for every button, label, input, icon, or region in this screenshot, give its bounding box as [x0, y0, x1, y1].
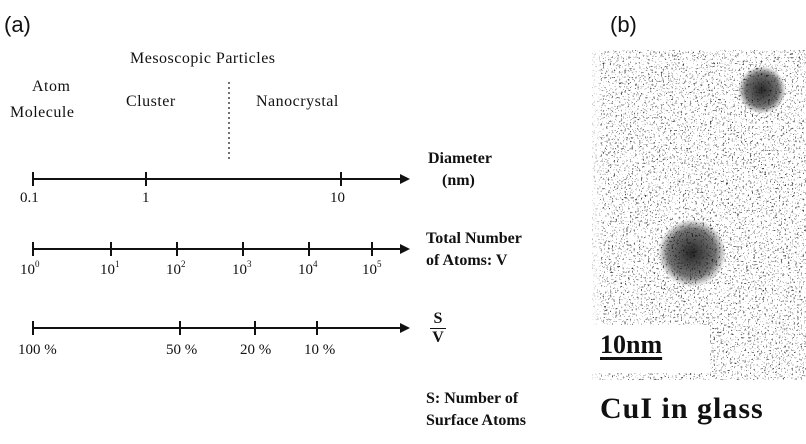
diameter-tick-label: 1 — [142, 190, 150, 206]
diameter-tick-label: 0.1 — [20, 190, 39, 206]
sv-numerator: S — [430, 310, 446, 329]
category-nanocrystal: Nanocrystal — [256, 93, 339, 110]
panel-b-label: (b) — [610, 12, 637, 37]
diameter-axis-title-line1: Diameter — [428, 150, 492, 167]
panel-b-caption: CuI in glass — [600, 392, 764, 425]
sv-axis-title: S V — [430, 310, 446, 347]
atoms-axis-title-line1: Total Number — [426, 230, 522, 247]
scale-bar-label: 10nm — [600, 330, 663, 359]
atoms-tick-label: 105 — [362, 259, 382, 279]
surface-atoms-note-line2: Surface Atoms — [426, 412, 526, 429]
diameter-axis-title-line2: (nm) — [442, 172, 475, 189]
category-atom: Atom — [32, 78, 71, 95]
category-molecule: Molecule — [10, 104, 75, 121]
sv-tick-label: 50 % — [166, 342, 198, 358]
atoms-tick-label: 104 — [298, 259, 318, 279]
sv-tick-label: 20 % — [240, 342, 272, 358]
diameter-axis-title: Diameter (nm) — [428, 148, 492, 192]
mesoscopic-header: Mesoscopic Particles — [130, 50, 276, 67]
sv-denominator: V — [432, 329, 444, 346]
surface-atoms-note: S: Number of Surface Atoms — [426, 388, 526, 432]
nanocrystal-particle — [738, 66, 786, 114]
scale-bar-box — [592, 325, 710, 373]
atoms-axis-title: Total Number of Atoms: V — [426, 228, 522, 272]
category-cluster: Cluster — [126, 93, 176, 110]
sv-tick-label: 100 % — [18, 342, 57, 358]
atoms-tick-label: 102 — [166, 259, 186, 279]
atoms-axis-title-line2: of Atoms: V — [426, 252, 508, 269]
panel-a-label: (a) — [4, 12, 31, 37]
surface-atoms-note-line1: S: Number of — [426, 390, 519, 407]
sv-tick-label: 10 % — [304, 342, 336, 358]
diameter-tick-label: 10 — [330, 190, 345, 206]
atoms-tick-label: 100 — [20, 259, 40, 279]
nanocrystal-particle — [658, 219, 726, 287]
atoms-tick-label: 101 — [100, 259, 120, 279]
atoms-tick-label: 103 — [232, 259, 252, 279]
